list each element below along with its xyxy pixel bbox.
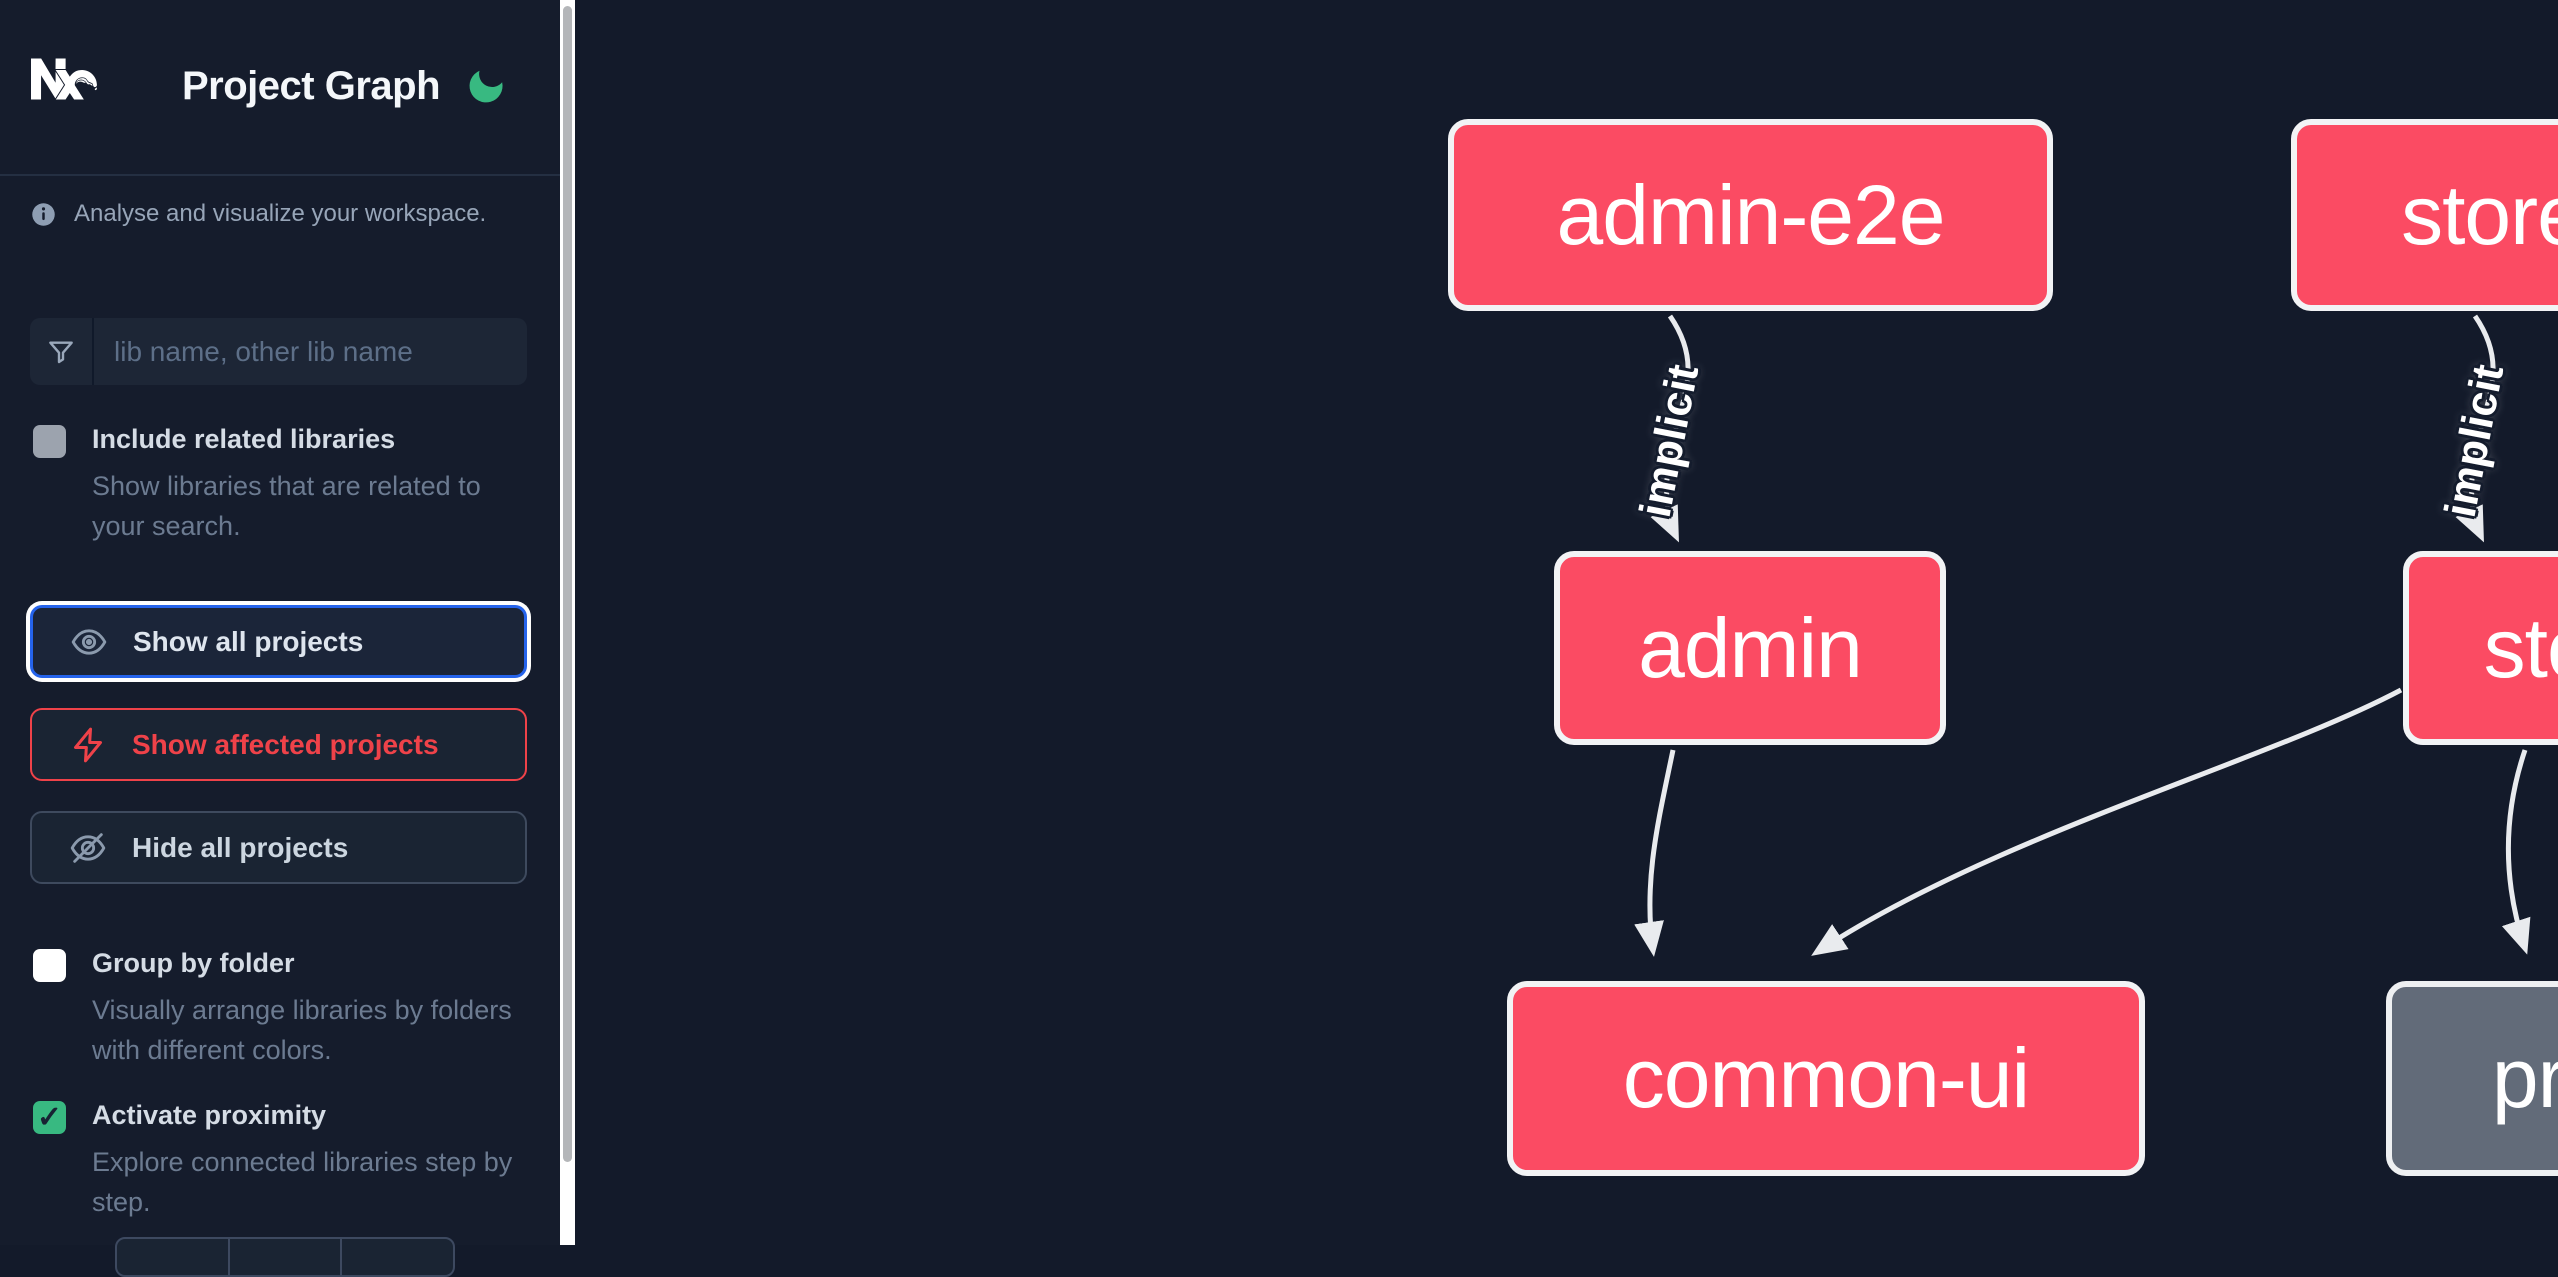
stepper-segment[interactable] (117, 1239, 230, 1275)
hide-all-projects-button[interactable]: Hide all projects (30, 811, 527, 884)
check-icon: ✓ (37, 1103, 62, 1133)
option-description: Visually arrange libraries by folders wi… (92, 991, 533, 1071)
moon-icon[interactable] (464, 64, 508, 108)
info-icon (30, 201, 57, 228)
graph-canvas[interactable]: admin-e2e store-e2e admin store common-u… (575, 0, 2558, 1245)
nx-logo-icon (30, 46, 98, 112)
edge-store-products (2508, 750, 2525, 948)
graph-node-admin[interactable]: admin (1554, 551, 1946, 745)
graph-node-products[interactable]: products (2386, 981, 2558, 1176)
info-text: Analyse and visualize your workspace. (74, 200, 486, 228)
edge-label-implicit: implicit (1624, 328, 1715, 553)
eye-off-icon (68, 828, 108, 868)
search-box (30, 318, 527, 385)
sidebar: Project Graph Analyse and visualize your… (0, 0, 560, 1245)
show-all-projects-button[interactable]: Show all projects (30, 605, 527, 678)
option-include-related[interactable]: Include related libraries Show libraries… (33, 423, 533, 547)
edge-admin-e2e-admin (1667, 316, 1688, 536)
bolt-icon (68, 725, 108, 765)
graph-node-common-ui[interactable]: common-ui (1507, 981, 2145, 1176)
proximity-stepper-control[interactable] (115, 1237, 455, 1277)
show-affected-projects-button[interactable]: Show affected projects (30, 708, 527, 781)
sidebar-scrollbar-track[interactable] (560, 0, 575, 1245)
filter-funnel-icon (30, 318, 94, 385)
button-label: Show affected projects (132, 729, 439, 761)
search-input[interactable] (94, 318, 527, 385)
edge-store-e2e-store (2472, 316, 2493, 536)
graph-node-store[interactable]: store (2403, 551, 2558, 745)
option-description: Explore connected libraries step by step… (92, 1143, 533, 1223)
option-label: Include related libraries (92, 423, 533, 457)
option-group-by-folder[interactable]: Group by folder Visually arrange librari… (33, 947, 533, 1071)
option-label: Activate proximity (92, 1099, 533, 1133)
button-label: Hide all projects (132, 832, 348, 864)
sidebar-header: Project Graph (0, 0, 560, 176)
option-label: Group by folder (92, 947, 533, 981)
option-activate-proximity[interactable]: ✓ Activate proximity Explore connected l… (33, 1099, 533, 1223)
activate-proximity-checkbox[interactable]: ✓ (33, 1101, 66, 1134)
sidebar-scrollbar-thumb[interactable] (563, 6, 572, 1162)
button-label: Show all projects (133, 626, 363, 658)
option-description: Show libraries that are related to your … (92, 467, 533, 547)
stepper-segment[interactable] (342, 1239, 453, 1275)
eye-icon (69, 622, 109, 662)
graph-node-store-e2e[interactable]: store-e2e (2291, 119, 2558, 311)
include-related-checkbox[interactable] (33, 425, 66, 458)
info-row: Analyse and visualize your workspace. (30, 200, 530, 228)
page-title: Project Graph (182, 64, 440, 109)
graph-node-admin-e2e[interactable]: admin-e2e (1448, 119, 2053, 311)
group-by-folder-checkbox[interactable] (33, 949, 66, 982)
stepper-segment[interactable] (230, 1239, 343, 1275)
edge-admin-common-ui (1650, 750, 1673, 950)
edge-label-implicit: implicit (2429, 328, 2520, 553)
